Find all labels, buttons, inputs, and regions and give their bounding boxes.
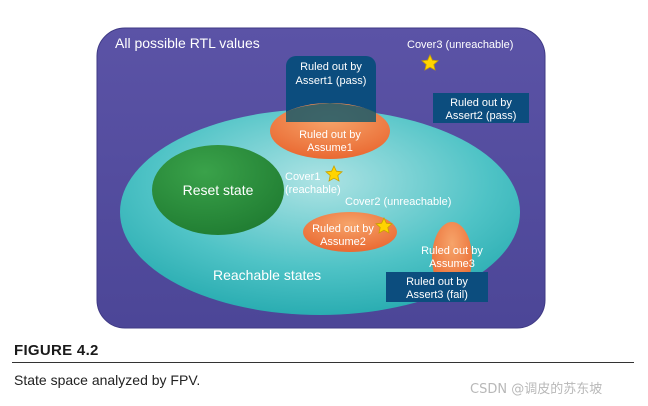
assume3-label-line1: Ruled out by (421, 245, 483, 257)
watermark: CSDN @调皮的苏东坡 (470, 382, 603, 397)
assert3-region (386, 272, 488, 302)
assert1-assume1-overlap (286, 103, 376, 122)
reachable-states-label: Reachable states (213, 267, 321, 283)
reset-state-label: Reset state (183, 182, 254, 198)
assert3-label-line2: Assert3 (fail) (406, 289, 468, 301)
assert1-label-line2: Assert1 (pass) (296, 75, 367, 87)
state-space-diagram: All possible RTL values Reachable states… (96, 27, 546, 329)
figure-title: FIGURE 4.2 (14, 342, 99, 359)
reset-state-region (152, 145, 284, 235)
cover2-star-icon (375, 217, 393, 234)
cover3-label: Cover3 (unreachable) (407, 39, 513, 51)
assume2-label-line2: Assume2 (320, 236, 366, 248)
cover1-star-icon (325, 165, 343, 182)
assert2-label-line2: Assert2 (pass) (446, 110, 517, 122)
assert2-region (433, 93, 529, 123)
cover2-label: Cover2 (unreachable) (345, 196, 451, 208)
assert3-label-line1: Ruled out by (406, 276, 468, 288)
assume3-label-line2: Assume3 (429, 258, 475, 270)
all-rtl-values-label: All possible RTL values (115, 35, 260, 51)
assert1-label-line1: Ruled out by (300, 61, 362, 73)
assume2-label-line1: Ruled out by (312, 223, 374, 235)
figure-divider (12, 362, 634, 363)
assume2-region (303, 212, 397, 252)
cover1-label-line1: Cover1 (285, 171, 320, 183)
cover3-star-icon (421, 54, 439, 71)
assume1-label-line1: Ruled out by (299, 129, 361, 141)
cover1-label-line2: (reachable) (285, 184, 341, 196)
figure-caption: State space analyzed by FPV. (14, 372, 201, 388)
assume1-label-line2: Assume1 (307, 142, 353, 154)
assert2-label-line1: Ruled out by (450, 97, 512, 109)
